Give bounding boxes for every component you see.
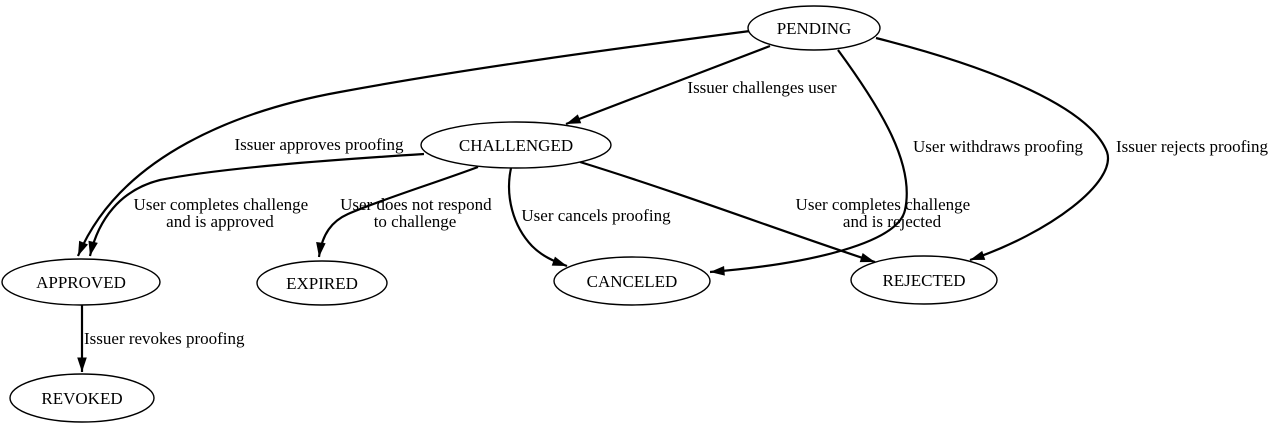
- edge-label-line: User does not respond: [340, 195, 492, 214]
- node-canceled: CANCELED: [553, 256, 711, 306]
- edge-pending-canceled: [709, 49, 908, 276]
- edge-label-issuer-rejects-proofing: Issuer rejects proofing: [1116, 137, 1269, 156]
- edge-challenged-approved: [88, 152, 425, 257]
- edge-label-line: User completes challenge: [134, 195, 309, 214]
- node-challenged-ellipse: [420, 121, 612, 169]
- edge-challenged-expired: [316, 165, 479, 258]
- edge-label-line: and is approved: [166, 212, 274, 231]
- node-approved-ellipse: [1, 258, 161, 306]
- edge-label-user-withdraws-proofing: User withdraws proofing: [913, 137, 1083, 156]
- edge-label-line: User completes challenge: [796, 195, 971, 214]
- edge-label-line: to challenge: [374, 212, 457, 231]
- edge-label-user-does-not-respond: User does not respond to challenge: [340, 195, 496, 231]
- edge-label-issuer-challenges-user: Issuer challenges user: [687, 78, 837, 97]
- node-revoked: REVOKED: [9, 373, 155, 423]
- edge-challenged-canceled: [507, 167, 568, 268]
- node-rejected: REJECTED: [850, 255, 998, 305]
- node-revoked-ellipse: [9, 373, 155, 423]
- node-challenged: CHALLENGED: [420, 121, 612, 169]
- edge-label-issuer-approves-proofing: Issuer approves proofing: [234, 135, 404, 154]
- edge-label-line: and is rejected: [843, 212, 942, 231]
- node-rejected-label: REJECTED: [882, 271, 965, 290]
- node-approved-label: APPROVED: [36, 273, 126, 292]
- node-rejected-ellipse: [850, 255, 998, 305]
- node-pending-label: PENDING: [777, 19, 852, 38]
- edge-label-issuer-revokes-proofing: Issuer revokes proofing: [84, 329, 245, 348]
- node-canceled-label: CANCELED: [587, 272, 678, 291]
- node-revoked-label: REVOKED: [41, 389, 122, 408]
- edge-pending-challenged: [565, 44, 771, 126]
- edge-challenged-rejected: [579, 160, 876, 264]
- node-expired-label: EXPIRED: [286, 274, 358, 293]
- node-challenged-label: CHALLENGED: [459, 136, 573, 155]
- node-expired: EXPIRED: [256, 260, 388, 306]
- edge-pending-rejected: [875, 36, 1110, 262]
- edge-label-user-completes-challenge-rejected: User completes challenge and is rejected: [796, 195, 975, 231]
- edge-label-user-completes-challenge-approved: User completes challenge and is approved: [134, 195, 313, 231]
- edge-label-user-cancels-proofing: User cancels proofing: [521, 206, 671, 225]
- node-expired-ellipse: [256, 260, 388, 306]
- node-pending: PENDING: [747, 5, 881, 51]
- node-approved: APPROVED: [1, 258, 161, 306]
- node-pending-ellipse: [747, 5, 881, 51]
- node-canceled-ellipse: [553, 256, 711, 306]
- edge-pending-approved: [76, 29, 751, 257]
